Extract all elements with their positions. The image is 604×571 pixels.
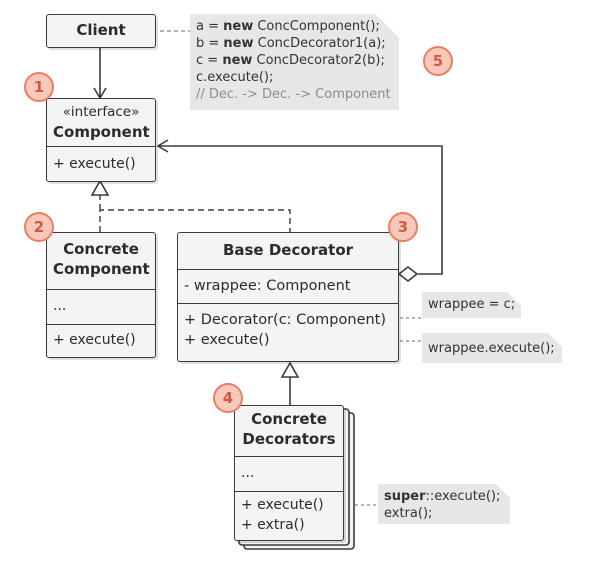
constructor-note: wrappee = c; bbox=[422, 292, 521, 318]
base-decorator-constructor: + Decorator(c: Component) bbox=[184, 312, 387, 328]
badge-3: 3 bbox=[388, 212, 418, 242]
concrete-component-header: Concrete Component bbox=[47, 233, 155, 289]
client-note-line-3: c = new ConcDecorator2(b); bbox=[196, 53, 385, 68]
concrete-decorators-name-1: Concrete bbox=[251, 410, 327, 428]
wrappee-link bbox=[158, 145, 443, 275]
client-note-comment: // Dec. -> Dec. -> Component bbox=[196, 87, 391, 102]
implements-branch bbox=[99, 209, 291, 232]
concrete-component-name-1: Concrete bbox=[63, 240, 139, 258]
badge-2: 2 bbox=[24, 212, 54, 242]
concrete-decorators-box: Concrete Decorators ... + execute() + ex… bbox=[234, 405, 344, 541]
base-decorator-execute: + execute() bbox=[184, 332, 270, 348]
base-decorator-field: - wrappee: Component bbox=[178, 269, 398, 303]
concrete-decorators-extra: + extra() bbox=[241, 517, 305, 533]
base-decorator-box: Base Decorator - wrappee: Component + De… bbox=[177, 232, 399, 362]
badge-4: 4 bbox=[213, 383, 243, 413]
execute-note: wrappee.execute(); bbox=[422, 333, 562, 363]
concrete-component-method: + execute() bbox=[47, 324, 155, 353]
base-decorator-methods: + Decorator(c: Component) + execute() bbox=[178, 303, 398, 353]
concrete-component-fields: ... bbox=[47, 289, 155, 324]
client-note-line-1: a = new ConcComponent(); bbox=[196, 19, 380, 34]
component-name: Component bbox=[53, 123, 150, 141]
component-box: «interface» Component + execute() bbox=[46, 98, 156, 182]
base-decorator-name: Base Decorator bbox=[222, 241, 354, 259]
client-note-line-2: b = new ConcDecorator1(a); bbox=[196, 36, 386, 51]
implements-triangle bbox=[90, 179, 110, 196]
extra-note-line-2: extra(); bbox=[384, 506, 433, 521]
concrete-decorators-header: Concrete Decorators bbox=[235, 406, 343, 456]
client-note-line-4: c.execute(); bbox=[196, 70, 274, 85]
concrete-component-name-2: Component bbox=[53, 260, 150, 278]
client-note: a = new ConcComponent(); b = new ConcDec… bbox=[190, 14, 399, 110]
concrete-decorators-name-2: Decorators bbox=[242, 430, 336, 448]
badge-1: 1 bbox=[24, 72, 54, 102]
extra-note-line-1: super::execute(); bbox=[384, 489, 501, 504]
concrete-decorators-methods: + execute() + extra() bbox=[235, 491, 343, 538]
constructor-note-text: wrappee = c; bbox=[428, 297, 516, 312]
client-label: Client bbox=[76, 21, 126, 39]
component-stereotype: «interface» bbox=[62, 104, 140, 120]
execute-note-text: wrappee.execute(); bbox=[428, 341, 555, 356]
aggregation-diamond bbox=[397, 265, 419, 283]
extra-note: super::execute(); extra(); bbox=[378, 484, 510, 524]
inherits-triangle bbox=[280, 361, 300, 378]
component-method: + execute() bbox=[47, 146, 155, 177]
concrete-decorators-execute: + execute() bbox=[241, 497, 324, 513]
wrappee-arrowhead bbox=[156, 139, 169, 153]
client-box: Client bbox=[46, 14, 156, 48]
concrete-decorators-fields: ... bbox=[235, 456, 343, 491]
concrete-component-box: Concrete Component ... + execute() bbox=[46, 232, 156, 358]
component-header: «interface» Component bbox=[47, 99, 155, 146]
badge-5: 5 bbox=[423, 46, 453, 76]
